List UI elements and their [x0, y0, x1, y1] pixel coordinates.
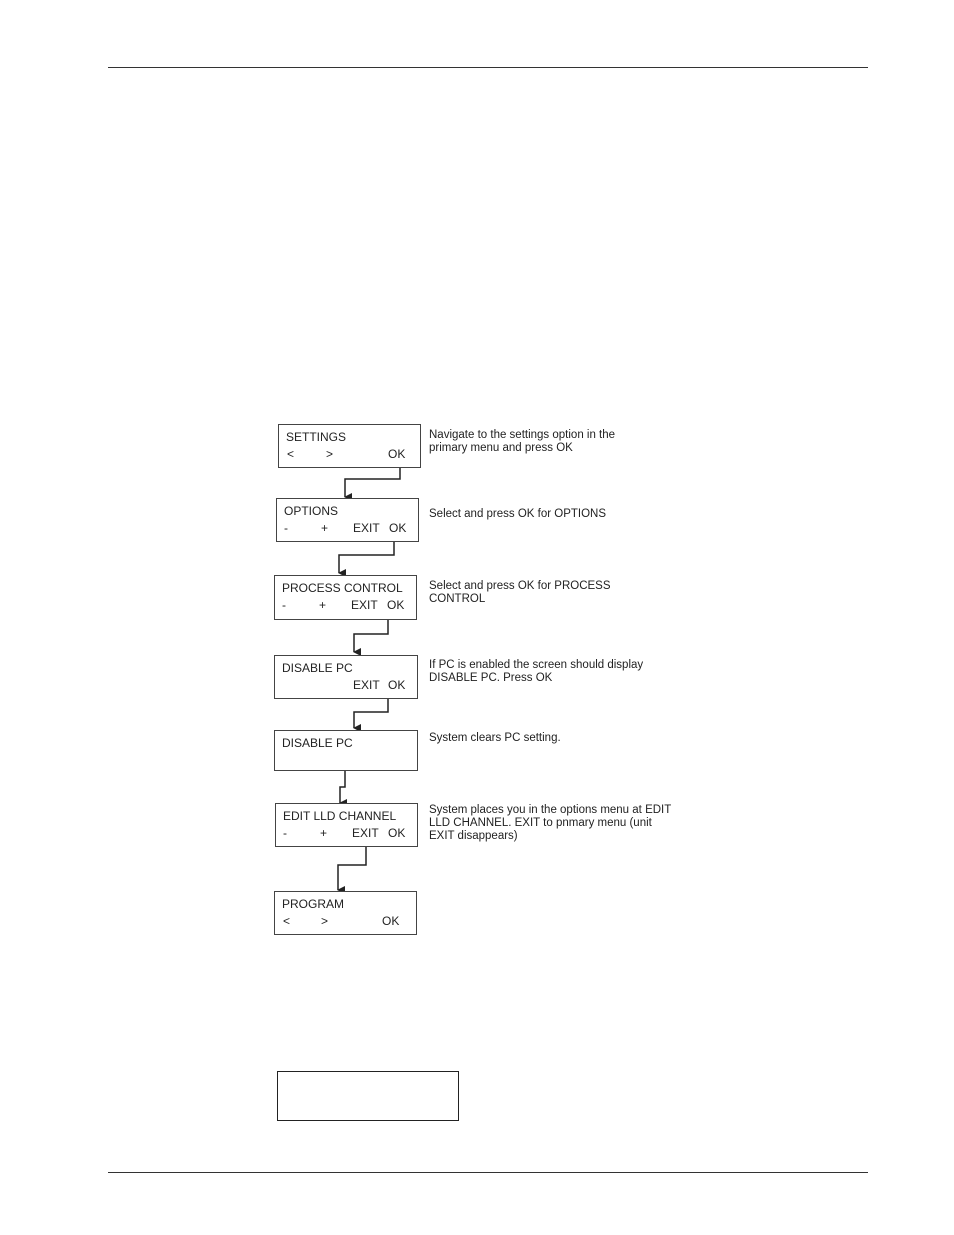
key-plus: +: [321, 521, 329, 535]
arrow-1: [344, 468, 401, 501]
step-note: System places you in the options menu at…: [429, 804, 672, 842]
key-right: >: [326, 447, 334, 461]
footer-rule: [108, 1172, 868, 1173]
lcd-program: PROGRAM < > OK: [274, 891, 417, 935]
lcd-line: EDIT LLD CHANNEL: [283, 809, 397, 823]
lcd-options: OPTIONS - + EXIT OK: [276, 498, 419, 542]
key-minus: -: [283, 826, 287, 840]
arrow-4: [353, 699, 389, 732]
key-minus: -: [284, 521, 288, 535]
empty-box: [277, 1071, 459, 1121]
step-note: Select and press OK for PROCESS CONTROL: [429, 580, 611, 605]
key-ok: OK: [387, 598, 405, 612]
header-rule: [108, 67, 868, 68]
lcd-line: OPTIONS: [284, 504, 339, 518]
key-plus: +: [319, 598, 327, 612]
key-plus: +: [320, 826, 328, 840]
arrow-2: [338, 542, 395, 577]
key-ok: OK: [388, 447, 406, 461]
key-ok: OK: [388, 826, 406, 840]
key-left: <: [283, 914, 291, 928]
lcd-settings: SETTINGS < > OK: [278, 424, 421, 468]
key-exit: EXIT: [353, 521, 380, 535]
lcd-disable-pc-cleared: DISABLE PC: [274, 730, 418, 771]
key-exit: EXIT: [351, 598, 378, 612]
step-note: If PC is enabled the screen should displ…: [429, 659, 644, 684]
key-right: >: [321, 914, 329, 928]
step-note: System clears PC setting.: [429, 732, 561, 744]
key-exit: EXIT: [353, 678, 380, 692]
lcd-line: DISABLE PC: [282, 736, 353, 750]
lcd-line: PROGRAM: [282, 897, 345, 911]
key-ok: OK: [388, 678, 406, 692]
key-exit: EXIT: [352, 826, 379, 840]
lcd-disable-pc-prompt: DISABLE PC EXIT OK: [274, 655, 418, 699]
lcd-line: DISABLE PC: [282, 661, 353, 675]
lcd-line: SETTINGS: [286, 430, 347, 444]
lcd-line: PROCESS CONTROL: [282, 581, 403, 595]
arrow-3: [353, 620, 389, 656]
step-note: Select and press OK for OPTIONS: [429, 508, 607, 520]
key-minus: -: [282, 598, 286, 612]
arrow-5: [339, 770, 347, 807]
key-left: <: [287, 447, 295, 461]
lcd-edit-lld-channel: EDIT LLD CHANNEL - + EXIT OK: [275, 803, 418, 847]
key-ok: OK: [382, 914, 400, 928]
step-note: Navigate to the settings option in the p…: [429, 429, 616, 454]
lcd-process-control: PROCESS CONTROL - + EXIT OK: [274, 575, 417, 620]
arrow-6: [337, 847, 367, 894]
key-ok: OK: [389, 521, 407, 535]
